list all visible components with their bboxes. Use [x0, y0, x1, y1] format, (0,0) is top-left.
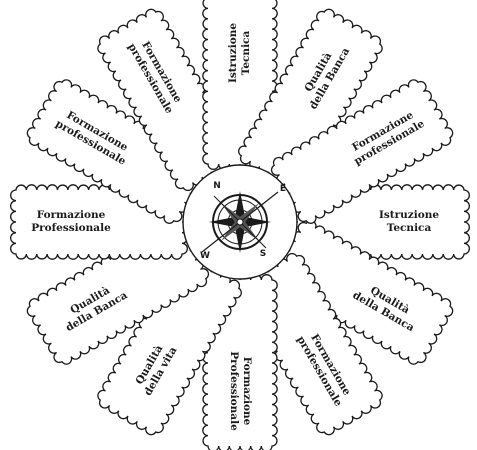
petal-label: Tecnica [387, 222, 432, 234]
petal-label: Istruzione [379, 209, 439, 221]
compass-letter: W [200, 251, 210, 261]
central-hub: N E S W [183, 165, 297, 279]
petal-label: Professionale [31, 222, 111, 234]
compass-letter: N [213, 181, 221, 191]
petal-label: Professionale [228, 351, 240, 431]
compass-letter: E [280, 184, 286, 194]
petal-label: Formazione [241, 357, 253, 426]
petal-label: Formazione [37, 209, 106, 221]
petal-label: Istruzione [227, 23, 239, 83]
petal-label: Tecnica [240, 31, 252, 76]
compass-letter: S [260, 249, 266, 259]
